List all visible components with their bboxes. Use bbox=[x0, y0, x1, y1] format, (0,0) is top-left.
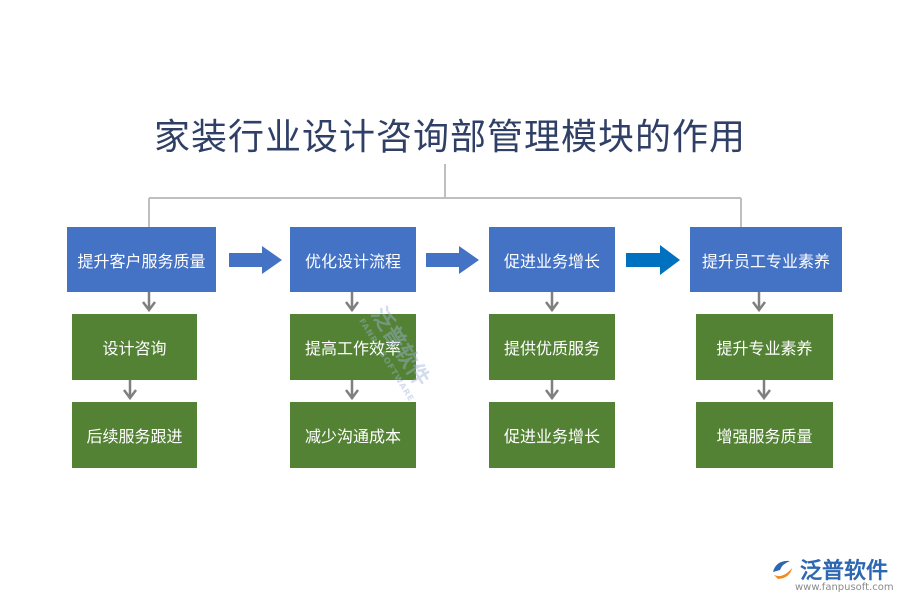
item-box-1-1: 设计咨询 bbox=[72, 314, 197, 380]
item-box-3-1: 提供优质服务 bbox=[489, 314, 615, 380]
item-box-2-1: 提高工作效率 bbox=[290, 314, 416, 380]
head-box-3: 促进业务增长 bbox=[489, 227, 615, 292]
item-box-1-2: 后续服务跟进 bbox=[72, 402, 197, 468]
flow-arrow-2 bbox=[426, 246, 479, 274]
brand-url: www.fanpusoft.com bbox=[795, 582, 894, 593]
item-box-4-2: 增强服务质量 bbox=[696, 402, 833, 468]
head-box-4: 提升员工专业素养 bbox=[690, 227, 842, 292]
brand-logo-icon bbox=[773, 560, 792, 579]
diagram-title: 家装行业设计咨询部管理模块的作用 bbox=[153, 117, 746, 158]
flow-arrow-1 bbox=[229, 246, 282, 274]
item-box-4-1: 提升专业素养 bbox=[696, 314, 833, 380]
head-box-1: 提升客户服务质量 bbox=[67, 227, 216, 292]
head-box-2: 优化设计流程 bbox=[290, 227, 416, 292]
flow-arrow-3 bbox=[626, 245, 680, 275]
brand-logo-text: 泛普软件 bbox=[800, 559, 889, 584]
item-box-2-2: 减少沟通成本 bbox=[290, 402, 416, 468]
brand-logo: 泛普软件 bbox=[770, 553, 888, 585]
item-box-3-2: 促进业务增长 bbox=[489, 402, 615, 468]
